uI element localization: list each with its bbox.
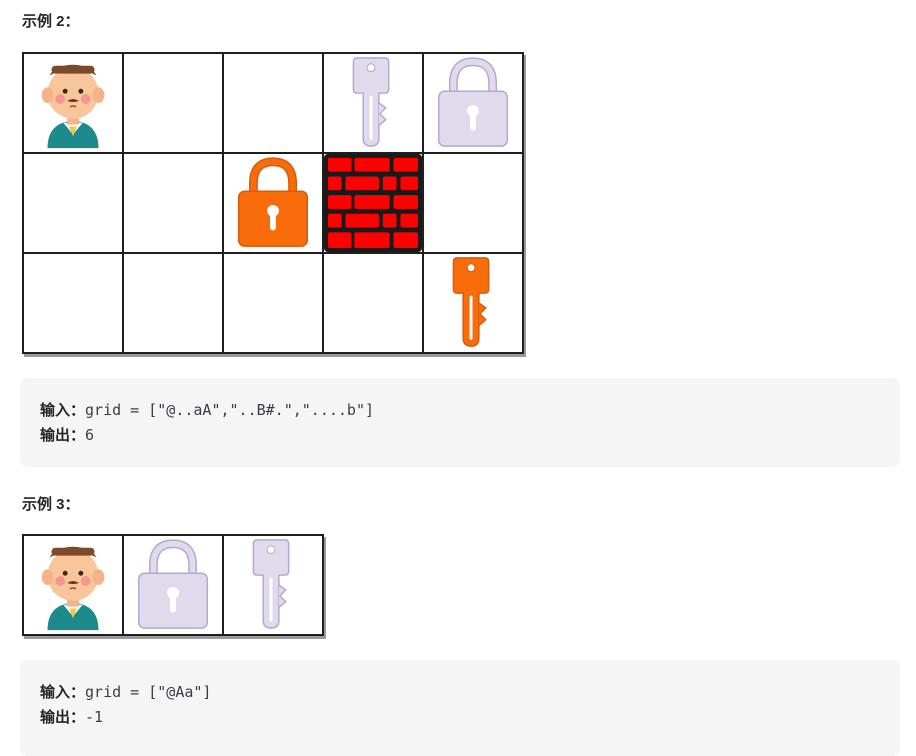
example-2-output-line: 输出：6 [40,423,880,448]
grid-cell [322,52,424,154]
grid-cell [222,52,324,154]
input-label: 输入： [40,401,86,419]
brick-wall-icon [324,154,422,252]
grid-row [22,534,324,636]
input-value: grid = ["@..aA","..B#.","....b"] [85,401,374,419]
person-icon [24,536,122,634]
output-value: 6 [85,426,95,444]
grid-cell [22,252,124,354]
grid-cell [122,252,224,354]
lock-icon [224,154,322,252]
key-icon [224,536,322,634]
key-icon [324,54,422,152]
grid-cell [222,534,324,636]
example-3-grid [22,534,324,636]
example-2-grid [22,52,524,354]
grid-cell [222,252,324,354]
example-3-input-line: 输入：grid = ["@Aa"] [40,680,880,705]
grid-cell [22,152,124,254]
grid-cell [22,52,124,154]
input-label: 输入： [40,683,86,701]
example-2-input-line: 输入：grid = ["@..aA","..B#.","....b"] [40,398,880,423]
grid-cell [122,52,224,154]
grid-cell [422,152,524,254]
person-icon [24,54,122,152]
example-3-output-line: 输出：-1 [40,705,880,730]
input-value: grid = ["@Aa"] [85,683,212,701]
example-2-code-block: 输入：grid = ["@..aA","..B#.","....b"] 输出：6 [20,378,900,467]
grid-cell [322,152,424,254]
output-value: -1 [85,708,104,726]
lock-icon [424,54,522,152]
grid-cell [422,52,524,154]
output-label: 输出： [40,708,86,726]
grid-cell [22,534,124,636]
key-icon [424,254,522,352]
output-label: 输出： [40,426,86,444]
example-3-code-block: 输入：grid = ["@Aa"] 输出：-1 [20,660,900,756]
grid-cell [122,534,224,636]
grid-cell [422,252,524,354]
grid-cell [122,152,224,254]
example-2-heading: 示例 2： [22,13,80,30]
grid-cell [222,152,324,254]
lock-icon [124,536,222,634]
grid-row [22,252,524,354]
grid-row [22,152,524,254]
grid-row [22,52,524,154]
grid-cell [322,252,424,354]
example-3-heading: 示例 3： [22,496,80,513]
